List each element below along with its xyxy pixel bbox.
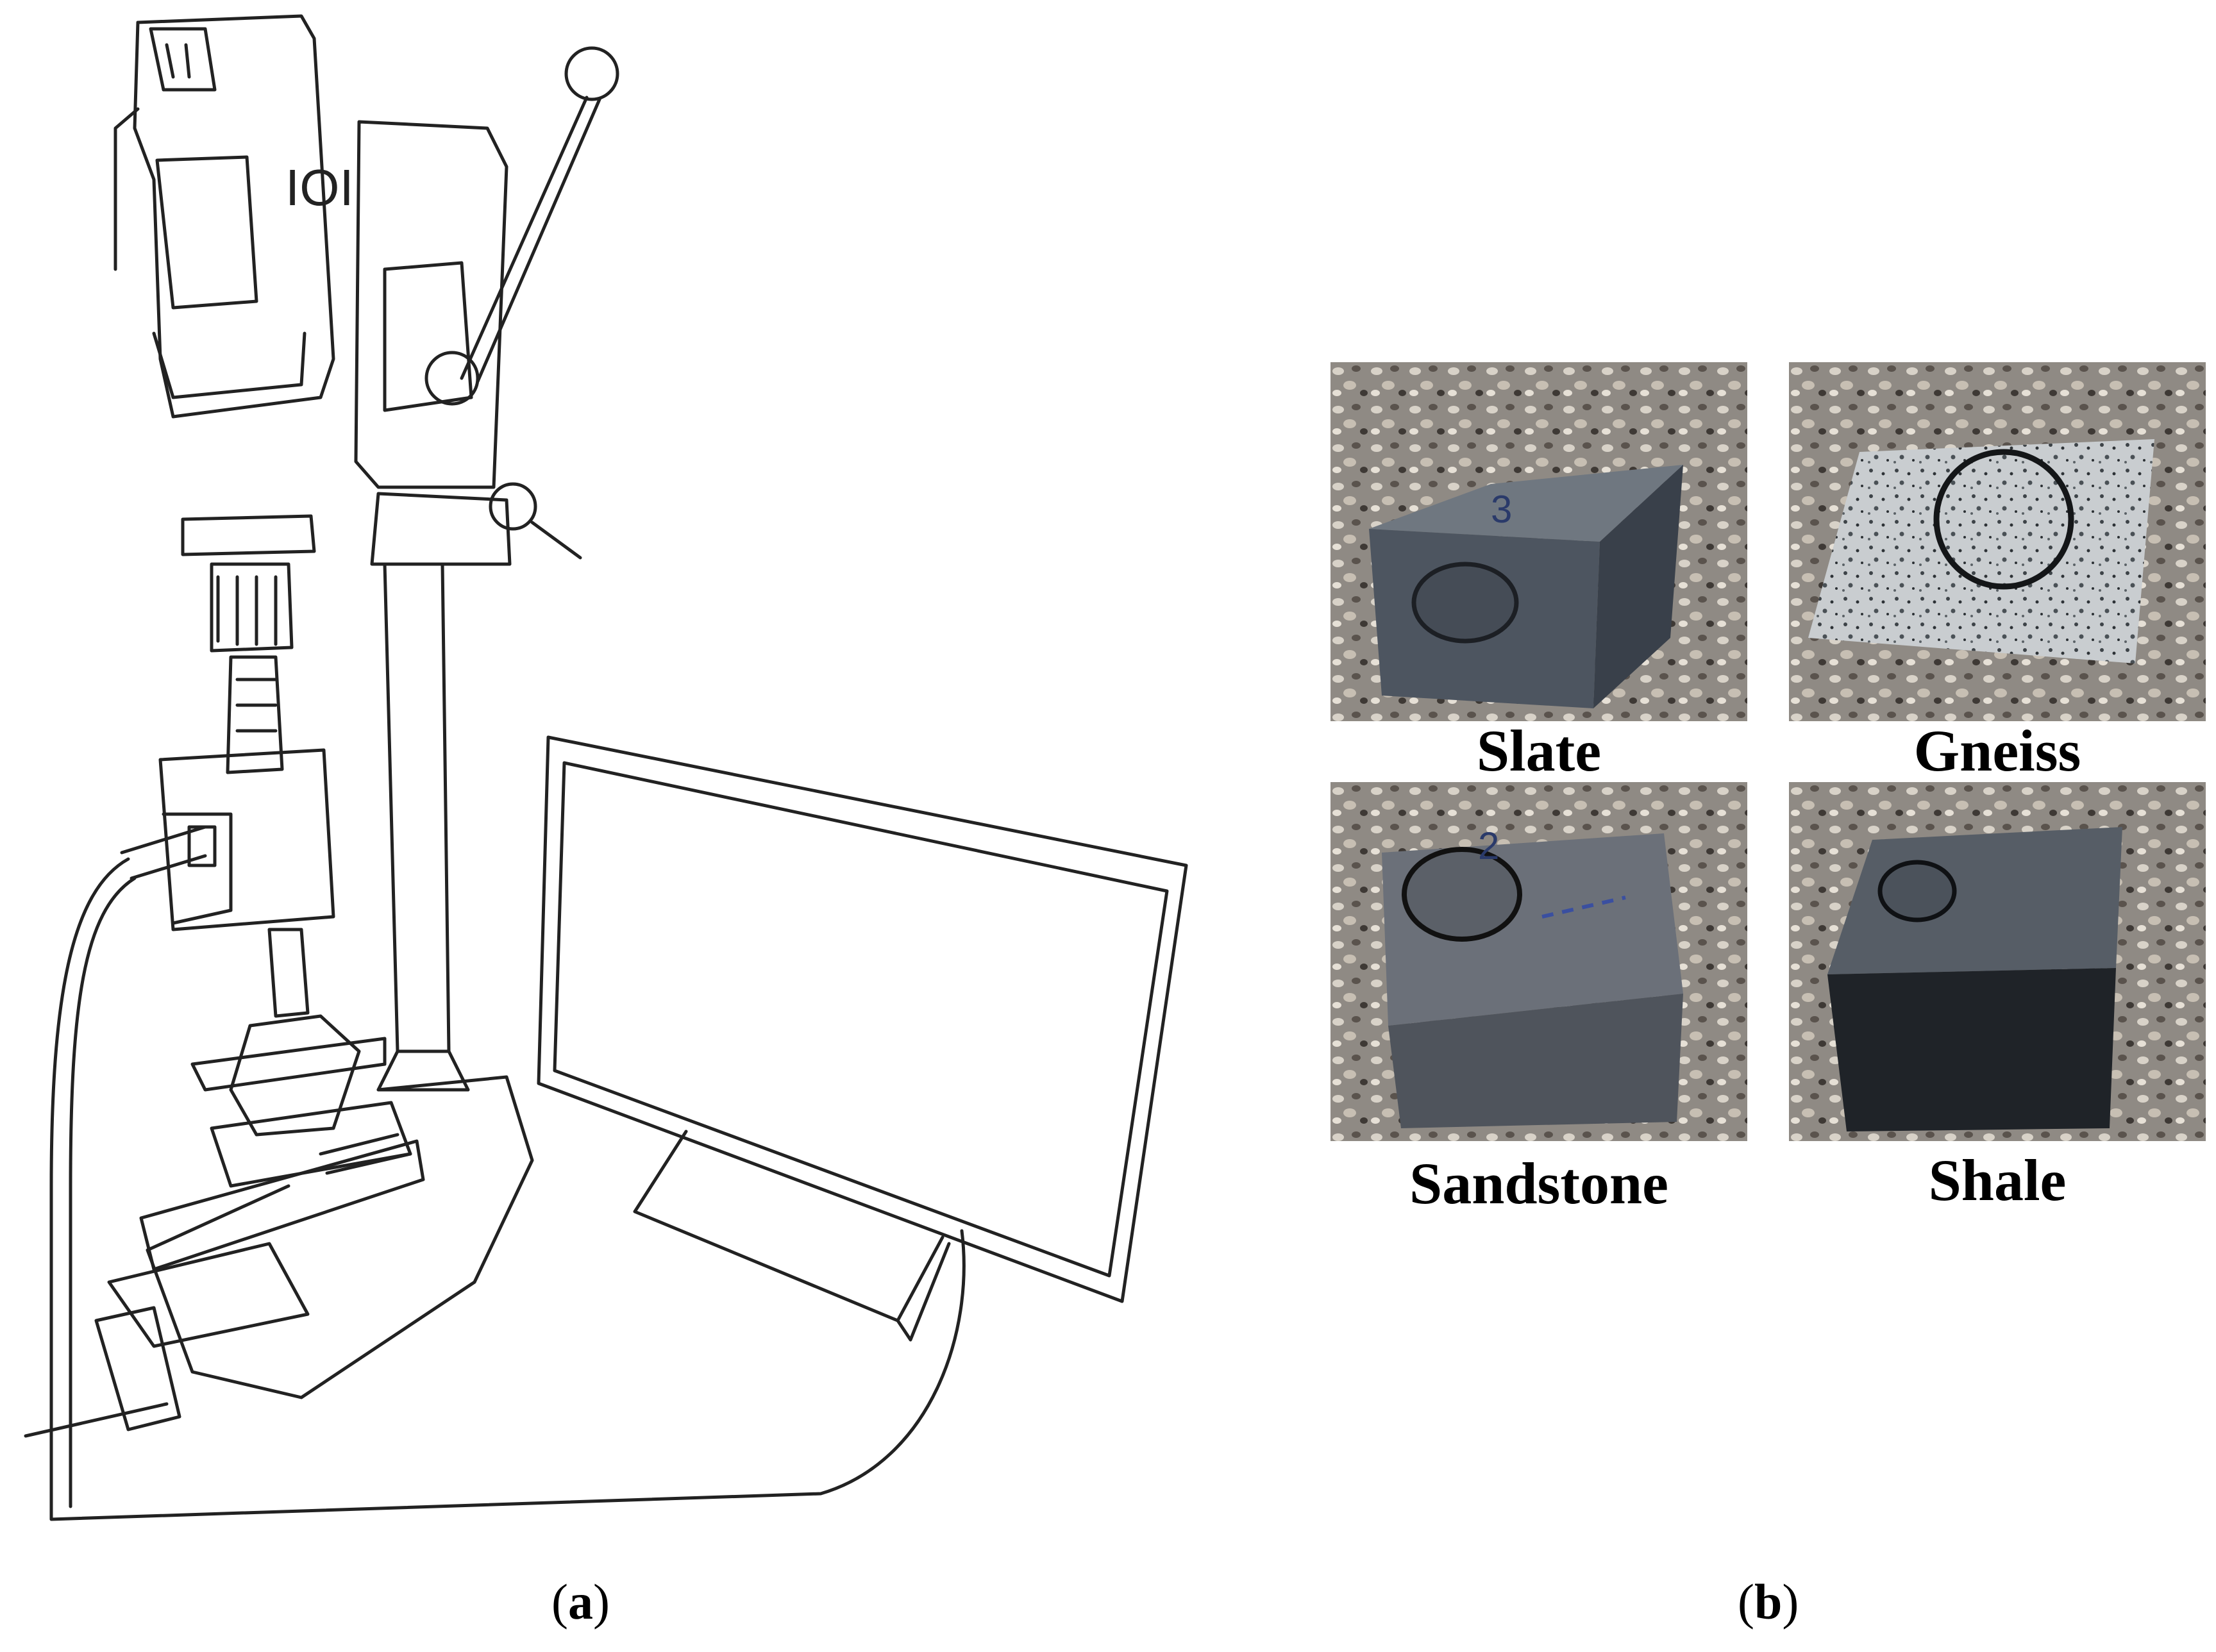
- sensor-box: [158, 748, 335, 931]
- label-shale: Shale: [1928, 1147, 2067, 1213]
- lever-knob: [564, 46, 619, 101]
- svg-text:IOI: IOI: [285, 159, 354, 216]
- drill-motor-housing: [133, 14, 335, 419]
- caption-b: (b): [1738, 1574, 1799, 1630]
- label-slate: Slate: [1476, 718, 1602, 783]
- label-gneiss: Gneiss: [1913, 718, 2081, 783]
- rock-sample-block: [229, 1014, 361, 1137]
- label-sandstone: Sandstone: [1409, 1151, 1668, 1216]
- drill-press-illustration: IOI: [24, 14, 1188, 1521]
- monitor: [537, 735, 1188, 1303]
- column: [383, 562, 451, 1053]
- sandstone-marking: 2: [1478, 824, 1499, 867]
- cable: [49, 857, 966, 1521]
- caption-a: (a): [551, 1574, 610, 1630]
- photo-shale: [1789, 782, 2206, 1141]
- feed-housing: [354, 120, 508, 489]
- photo-sandstone: 2: [1330, 782, 1747, 1141]
- drill-base: [146, 1075, 534, 1399]
- photo-gneiss: [1789, 362, 2206, 721]
- photo-slate: 3: [1330, 362, 1747, 721]
- slate-marking: 3: [1491, 488, 1512, 531]
